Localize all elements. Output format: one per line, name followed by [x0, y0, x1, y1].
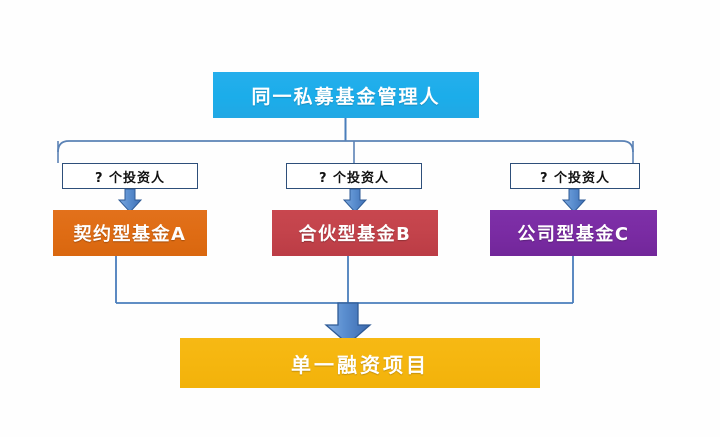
- investor-to-fund-arrow-0: [117, 188, 143, 213]
- project-box[interactable]: 单一融资项目: [180, 338, 540, 388]
- fund-box-partnership-b[interactable]: 合伙型基金B: [272, 210, 438, 256]
- investor-to-fund-arrow-1: [342, 188, 368, 213]
- investor-to-fund-arrow-2: [561, 188, 587, 213]
- investor-label-partnership[interactable]: ? 个投资人: [286, 163, 422, 189]
- investor-label-contractual[interactable]: ? 个投资人: [62, 163, 198, 189]
- manager-box[interactable]: 同一私募基金管理人: [213, 72, 479, 118]
- fund-box-contractual-a[interactable]: 契约型基金A: [53, 210, 207, 256]
- fund-box-corporate-c[interactable]: 公司型基金C: [490, 210, 657, 256]
- distribution-bracket: [57, 140, 634, 153]
- investor-label-corporate[interactable]: ? 个投资人: [510, 163, 640, 189]
